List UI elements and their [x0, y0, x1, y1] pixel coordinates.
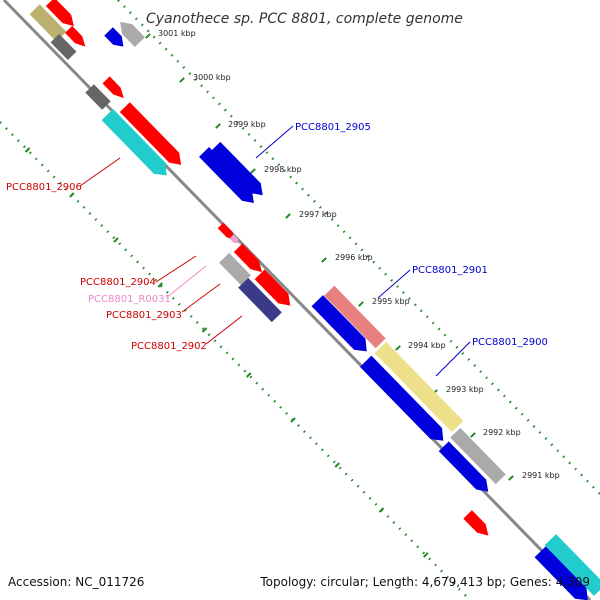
upper-tick-mark: [321, 257, 327, 263]
gene-arrow-dark-gray-top: [50, 33, 77, 61]
accession-text: Accession: NC_011726: [8, 575, 144, 589]
lower-tick-mark: [423, 552, 429, 558]
upper-tick-mark: [285, 213, 291, 219]
lower-tick-mark: [113, 237, 119, 243]
upper-tick-mark: [470, 432, 476, 438]
lower-tick-mark: [378, 507, 385, 513]
tick-label-3001: 3001 kbp: [158, 29, 196, 38]
gene-arrow-gray-2991: [450, 427, 506, 485]
gene-arrow-pcc8801-2901: [324, 285, 386, 349]
lower-tick-mark: [201, 327, 208, 333]
tick-label-2992: 2992 kbp: [483, 428, 521, 437]
leader-line: [435, 341, 471, 377]
gene-arrow-red-lower: [463, 510, 489, 536]
lower-tick-mark: [24, 147, 31, 153]
gene-arrow-blue-2900-a: [311, 295, 367, 352]
tick-label-2991: 2991 kbp: [522, 471, 560, 480]
leader-line: [181, 283, 221, 313]
gene-arrow-pcc8801-2903: [219, 252, 251, 286]
upper-tick-mark: [179, 77, 185, 83]
gene-label-pcc8801-r0031[interactable]: PCC8801_R0031: [88, 294, 171, 305]
leader-line: [377, 269, 411, 299]
tick-label-2997: 2997 kbp: [299, 210, 337, 219]
tick-label-2994: 2994 kbp: [408, 341, 446, 350]
upper-tick-mark: [358, 301, 364, 307]
gene-label-pcc8801-2900[interactable]: PCC8801_2900: [472, 337, 548, 348]
tick-label-2998: 2998 kbp: [264, 165, 302, 174]
gene-label-pcc8801-2905[interactable]: PCC8801_2905: [295, 122, 371, 133]
gene-arrows: [29, 0, 600, 600]
gene-arrow-gray: [120, 21, 145, 48]
gene-arrow-blue-2991: [438, 441, 489, 492]
gene-arrow-pcc8801-r0031: [229, 234, 239, 244]
tick-rail-lower: [0, 121, 471, 600]
gene-arrow-pcc8801-2905-b: [210, 141, 263, 196]
upper-tick-mark: [215, 123, 221, 129]
lower-tick-mark: [69, 192, 75, 198]
upper-tick-mark: [145, 33, 151, 39]
gene-arrow-pcc8801-2902: [238, 277, 282, 323]
kbp-tick-marks: [24, 33, 514, 558]
leader-line: [155, 255, 197, 283]
tick-label-2999: 2999 kbp: [228, 120, 266, 129]
lower-tick-mark: [334, 462, 340, 468]
gene-arrow-red-top: [45, 0, 74, 27]
gene-label-pcc8801-2906[interactable]: PCC8801_2906: [6, 182, 82, 193]
gene-arrow-red-2903: [254, 269, 291, 306]
gene-arrow-blue: [104, 27, 124, 47]
gene-arrow-cyan-bottom: [544, 534, 600, 596]
gene-arrow-blue-2900-b: [359, 355, 444, 441]
gene-label-pcc8801-2902[interactable]: PCC8801_2902: [131, 341, 207, 352]
genome-summary-text: Topology: circular; Length: 4,679,413 bp…: [259, 575, 590, 589]
tick-rail-upper: [117, 0, 600, 495]
tick-label-2993: 2993 kbp: [446, 385, 484, 394]
gene-arrow-dark-gray: [85, 84, 111, 110]
genome-title: Cyanothece sp. PCC 8801, complete genome: [146, 11, 463, 27]
lower-tick-mark: [290, 417, 296, 423]
upper-tick-mark: [250, 168, 256, 174]
upper-tick-mark: [395, 345, 401, 351]
gene-arrow-pcc8801-2906: [101, 109, 167, 176]
gene-arrow-pcc8801-2900: [374, 341, 464, 433]
gene-arrow-blue-bottom: [534, 546, 588, 600]
upper-tick-mark: [508, 475, 514, 481]
lower-tick-mark: [157, 282, 163, 288]
gene-arrow-red-tiny: [217, 222, 236, 241]
gene-arrow-red-2906: [119, 102, 182, 165]
gene-arrow-olive: [29, 4, 67, 42]
leader-line: [165, 265, 207, 299]
gene-arrow-red-small-2: [102, 76, 124, 99]
leader-line: [205, 315, 243, 345]
tick-label-2995: 2995 kbp: [372, 297, 410, 306]
gene-arrow-pcc8801-2904: [233, 243, 262, 273]
lower-tick-mark: [246, 372, 252, 378]
leader-line: [79, 157, 121, 187]
tick-label-3000: 3000 kbp: [193, 73, 231, 82]
gene-label-pcc8801-2903[interactable]: PCC8801_2903: [106, 310, 182, 321]
gene-label-pcc8801-2901[interactable]: PCC8801_2901: [412, 265, 488, 276]
leader-line: [255, 125, 294, 159]
gene-arrow-pcc8801-2905-a: [199, 147, 254, 204]
tick-label-2996: 2996 kbp: [335, 253, 373, 262]
label-leader-lines: [79, 125, 471, 377]
gene-label-pcc8801-2904[interactable]: PCC8801_2904: [80, 277, 156, 288]
gene-arrow-red-small: [65, 25, 86, 47]
